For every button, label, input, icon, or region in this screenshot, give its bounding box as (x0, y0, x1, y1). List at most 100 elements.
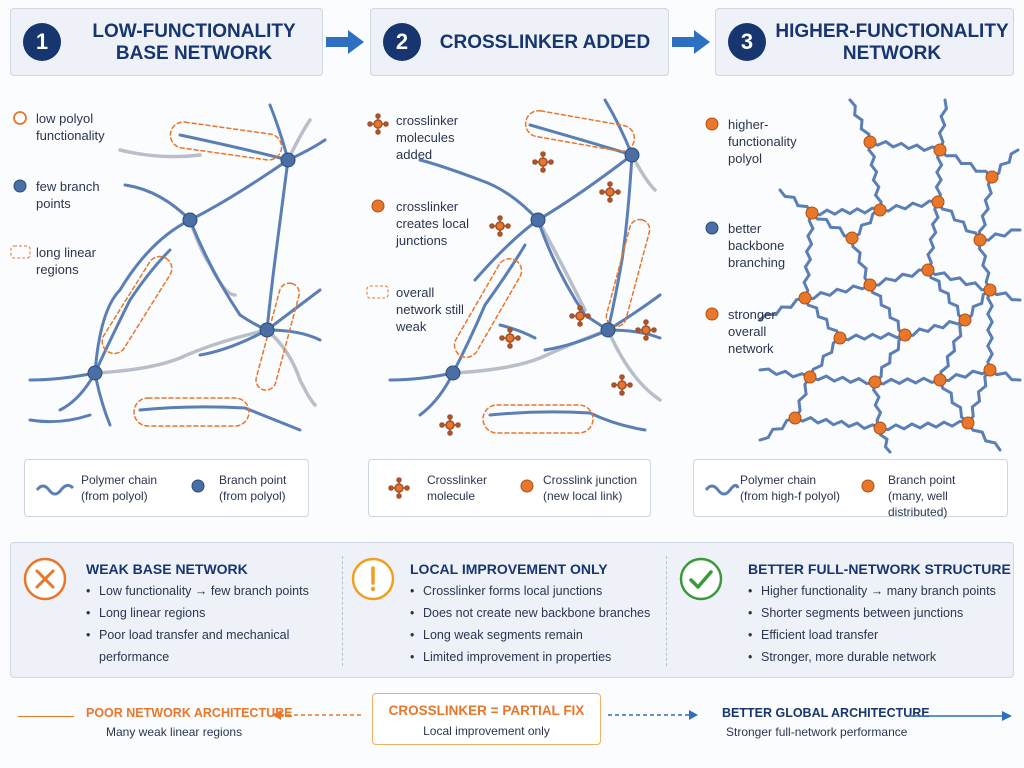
network-chain (977, 238, 992, 292)
header-arrow-2 (672, 30, 710, 54)
network-chain (802, 211, 815, 300)
panel-1-blue-chains (28, 103, 327, 432)
branch-point (805, 206, 819, 220)
branch-point (863, 135, 877, 149)
footer-center-sub: Local improvement only (423, 724, 550, 738)
step-1-number: 1 (23, 23, 61, 61)
summary-divider-2 (666, 556, 667, 666)
network-chain (938, 368, 992, 383)
network-chain (810, 206, 882, 217)
panel-1-branch-points (87, 152, 296, 381)
legend-panel-2: Crosslinker molecule Crosslink junction … (368, 459, 651, 517)
backbone-branch-icon (705, 221, 719, 235)
network-chain (878, 419, 970, 432)
footer-left-sub: Many weak linear regions (106, 725, 243, 739)
step-3-title: HIGHER-FUNCTIONALITY NETWORK (775, 21, 1009, 64)
step-1-title: LOW-FUNCTIONALITY BASE NETWORK (92, 21, 296, 64)
summary-3-title: BETTER FULL-NETWORK STRUCTURE (748, 561, 1011, 577)
exclamation-icon (351, 557, 395, 601)
footer-center-box (372, 693, 601, 745)
summary-2-title: LOCAL IMPROVEMENT ONLY (410, 561, 608, 577)
network-chain (936, 200, 982, 242)
summary-1-item: Low functionality → few branch points (86, 580, 326, 602)
summary-2-item: Does not create new backbone branches (410, 602, 660, 624)
network-chain (938, 378, 970, 425)
branch-point (833, 331, 847, 345)
branch-point (868, 375, 882, 389)
high-f-polyol-icon (705, 117, 719, 131)
summary-3-item: Efficient load transfer (748, 624, 1008, 646)
network-chain (926, 268, 967, 322)
legend-3-branch-label: Branch point (many, well distributed) (888, 473, 956, 519)
legend-2-crosslinker-label: Crosslinker molecule (427, 473, 488, 503)
junction-icon (371, 199, 385, 213)
footer-right-dashed-arrow (608, 710, 698, 720)
panel-3-label-branching: better backbone branching (728, 221, 786, 270)
network-chain-end (758, 416, 797, 442)
network-chain (938, 318, 967, 382)
network-chain (926, 268, 992, 292)
summary-divider-1 (342, 556, 343, 666)
panel-1-label-functionality: low polyol functionality (36, 111, 105, 143)
network-chain (803, 283, 872, 301)
polymer-chain-legend-icon (704, 483, 740, 496)
x-icon (23, 557, 67, 601)
network-chain-end (978, 228, 1022, 242)
crosslinker-icon (367, 113, 389, 135)
summary-2-item: Crosslinker forms local junctions (410, 580, 660, 602)
network-chain (966, 368, 992, 425)
network-chain (986, 288, 994, 372)
network-chain (926, 200, 940, 272)
panel-2-label-added: crosslinker molecules added (396, 113, 459, 162)
legend-1-branch-label: Branch point (from polyol) (219, 473, 287, 503)
summary-2-item: Long weak segments remain (410, 624, 660, 646)
panel-2-crosslinkers (439, 151, 657, 436)
branch-point (788, 411, 802, 425)
network-chain-end (848, 98, 872, 144)
panel-1-highlight-boxes (101, 121, 301, 427)
check-icon (679, 557, 723, 601)
legend-2-junction-label: Crosslink junction (new local link) (543, 473, 638, 503)
ring-icon (13, 111, 27, 125)
branch-point (931, 195, 945, 209)
panel-3-label-stronger: stronger overall network (728, 307, 776, 356)
branch-point (898, 328, 912, 342)
legend-1-chain-label: Polymer chain (from polyol) (81, 473, 158, 503)
panel-1-network (28, 103, 327, 432)
footer-left-arrow (272, 710, 364, 720)
branch-point (863, 278, 877, 292)
branch-point (985, 170, 999, 184)
step-2-header: 2 CROSSLINKER ADDED (370, 8, 669, 76)
network-chain (868, 268, 930, 287)
network-chain (850, 208, 882, 240)
panel-3-label-polyol: higher- functionality polyol (728, 117, 797, 166)
network-chain (963, 288, 992, 322)
footer-right-sub: Stronger full-network performance (726, 725, 908, 739)
network-chain (977, 175, 994, 242)
network-chain-end (990, 148, 1020, 179)
strong-network-icon (705, 307, 719, 321)
branch-point-legend-icon-3 (861, 479, 875, 493)
step-2-number: 2 (383, 23, 421, 61)
step-2-title: CROSSLINKER ADDED (439, 32, 651, 53)
summary-3-item: Shorter segments between junctions (748, 602, 1008, 624)
dashed-box-icon-2 (366, 285, 389, 299)
panel-3-network (758, 98, 1022, 454)
panel-1-label-branch: few branch points (36, 179, 100, 211)
step-3-header: 3 HIGHER-FUNCTIONALITY NETWORK (715, 8, 1014, 76)
junction-legend-icon (520, 479, 534, 493)
summary-3-item: Higher functionality → many branch point… (748, 580, 1008, 602)
legend-panel-3: Polymer chain (from high-f polyol) Branc… (693, 459, 1008, 519)
network-chain (850, 236, 872, 287)
branch-point (921, 263, 935, 277)
branch-point-legend-icon (191, 479, 205, 493)
summary-1-item: Long linear regions (86, 602, 326, 624)
network-chain (903, 318, 967, 337)
summary-1-list: Low functionality → few branch points Lo… (86, 580, 326, 668)
network-chain (873, 376, 942, 386)
network-chain (808, 374, 877, 386)
branch-point (798, 291, 812, 305)
header-arrow-1 (326, 30, 364, 54)
network-chain-end (758, 367, 812, 379)
panel-2-label-junctions: crosslinker creates local junctions (396, 199, 469, 248)
